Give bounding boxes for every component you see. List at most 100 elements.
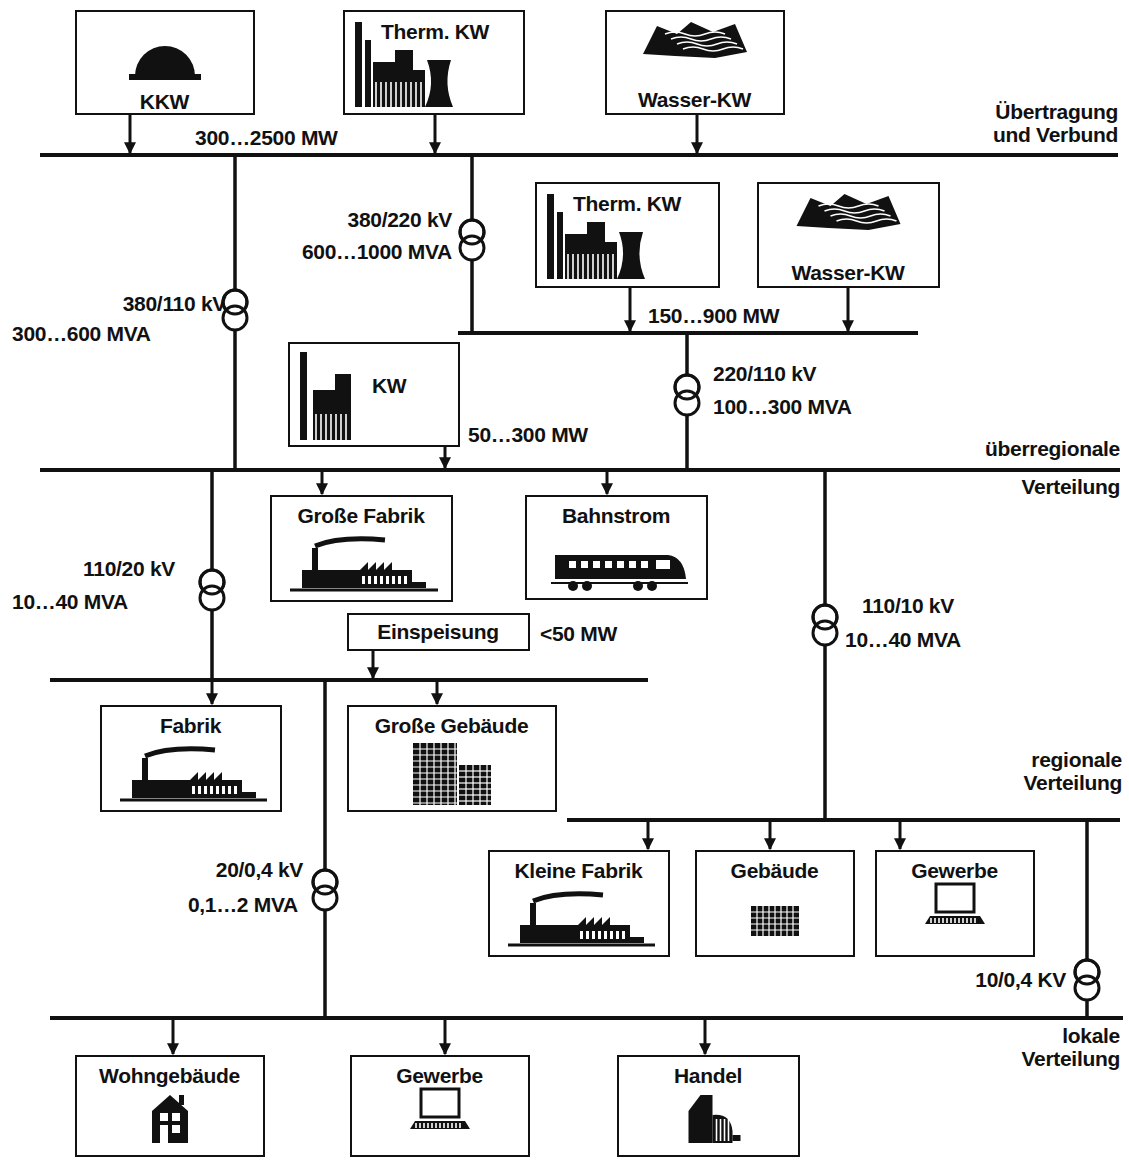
icon-part	[335, 374, 351, 440]
feed-arrow	[434, 115, 437, 153]
feed-arrow	[696, 115, 699, 153]
icon-part	[395, 50, 413, 107]
feed-arrow	[321, 472, 324, 494]
factory-icon	[290, 539, 438, 590]
consumer-or-plant-box: Gewerbe	[875, 850, 1035, 957]
icon-part	[216, 786, 219, 794]
icon-part	[435, 1123, 437, 1128]
icon-part	[665, 32, 725, 36]
icon-part	[204, 786, 207, 794]
level-label: überregionale Verteilung	[955, 430, 1120, 506]
box-label: Gebäude	[731, 859, 819, 882]
feed-arrow	[606, 472, 609, 494]
transformer-symbol	[223, 290, 247, 314]
rating-label: 10/0,4 KV	[975, 968, 1066, 991]
icon-part	[340, 414, 342, 440]
icon-part	[602, 254, 604, 279]
bus-lines	[40, 115, 1123, 1054]
icon-part	[724, 1119, 726, 1141]
icon-part	[954, 918, 956, 923]
icon-part	[616, 931, 619, 939]
box-label: Fabrik	[160, 714, 221, 737]
icon-part	[577, 254, 579, 279]
icon-part	[198, 786, 201, 794]
icon-part	[607, 254, 609, 279]
icon-part	[797, 194, 901, 230]
level-label: lokale Verteilung	[980, 1024, 1120, 1070]
transformer-symbol	[313, 870, 337, 894]
icon-part	[413, 748, 457, 749]
icon-part	[459, 776, 491, 777]
box-label: Therm. KW	[573, 192, 681, 215]
icon-part	[974, 918, 976, 923]
icon-part	[380, 576, 383, 584]
icon-part	[592, 931, 595, 939]
icon-part	[330, 414, 332, 440]
icon-part	[946, 918, 948, 923]
feed-arrow	[629, 288, 632, 331]
rating-label: 110/10 kV	[862, 594, 954, 617]
icon-part	[751, 923, 799, 924]
icon-part	[593, 561, 600, 568]
icon-part	[423, 1123, 425, 1128]
icon-part	[780, 906, 781, 936]
icon-part	[825, 209, 885, 213]
icon-part	[413, 760, 457, 761]
icon-part	[598, 931, 601, 939]
icon-part	[774, 906, 775, 936]
icon-part	[222, 786, 225, 794]
box-label: Große Fabrik	[297, 504, 424, 527]
icon-part	[145, 749, 215, 756]
icon-part	[925, 916, 985, 924]
icon-part	[762, 906, 763, 936]
icon-part	[413, 772, 457, 773]
icon-part	[533, 894, 603, 901]
icon-part	[756, 906, 757, 936]
icon-part	[413, 70, 425, 107]
icon-part	[152, 1095, 188, 1143]
icons	[120, 22, 985, 1143]
icon-part	[242, 792, 256, 798]
icon-part	[604, 931, 607, 939]
box-label: Einspeisung	[377, 620, 499, 643]
consumer-or-plant-box: Wasser-KW	[605, 10, 785, 115]
consumer-or-plant-box: Wasser-KW	[757, 182, 940, 288]
icon-part	[768, 906, 769, 936]
level-label: Übertragung und Verbund	[958, 100, 1118, 146]
icon-part	[630, 937, 644, 943]
icon-part	[395, 82, 397, 107]
icon-part	[530, 903, 536, 927]
icon-part	[172, 1113, 180, 1121]
feed-arrow	[436, 682, 439, 704]
consumer-or-plant-box: Handel	[617, 1055, 800, 1157]
icon-part	[374, 576, 377, 584]
icon-part	[234, 786, 237, 794]
icon-part	[555, 555, 686, 579]
rating-label: 100…300 MVA	[713, 395, 852, 418]
icon-part	[413, 778, 457, 779]
icon-part	[210, 786, 213, 794]
icon-part	[142, 758, 148, 782]
consumer-or-plant-box: KKW	[75, 10, 255, 115]
icon-part	[228, 786, 231, 794]
icon-part	[587, 254, 589, 279]
icon-part	[335, 414, 337, 440]
icon-part	[557, 212, 563, 279]
icon-part	[419, 743, 420, 805]
icon-part	[443, 1123, 445, 1128]
icon-part	[312, 548, 318, 572]
feed-arrow	[172, 1020, 175, 1054]
feed-arrow	[647, 822, 650, 849]
icon-part	[120, 799, 267, 802]
icon-part	[819, 204, 879, 208]
icon-part	[936, 884, 974, 912]
icon-part	[410, 82, 412, 107]
train-icon	[551, 555, 688, 591]
icon-part	[415, 82, 417, 107]
icon-part	[325, 414, 327, 440]
icon-part	[958, 918, 960, 923]
icon-part	[447, 743, 448, 805]
feed-arrow	[444, 1020, 447, 1054]
icon-part	[572, 254, 574, 279]
consumer-or-plant-box: Große Fabrik	[270, 495, 453, 602]
